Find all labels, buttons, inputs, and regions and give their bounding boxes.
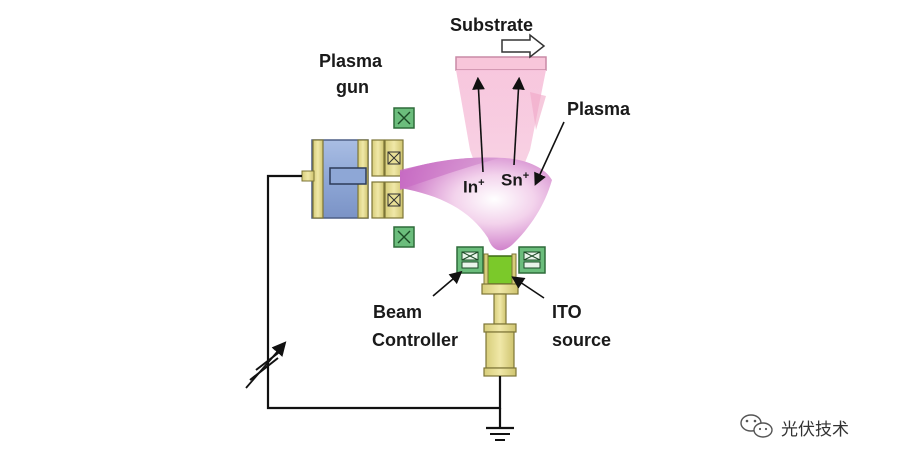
plasma-gun [301,139,369,219]
magnet-coil-bottom [393,226,415,248]
watermark-text: 光伏技术 [781,420,849,440]
wechat-bubble-icon [740,414,773,438]
sn-ion-symbol: Sn [501,170,523,190]
substrate-label: Substrate [450,15,534,35]
sn-ion-label: Sn+ [501,165,529,192]
ito-source [483,253,517,287]
beam-controller-pointer [432,270,463,297]
plasma-label: Plasma [567,99,631,119]
ground-symbol [486,426,514,441]
beam-controller-coil-left [456,246,484,274]
plasma-pointer-arrow [534,121,565,186]
sn-ion-charge: + [522,170,530,182]
gun-electrode-stack [371,139,404,219]
variable-resistor [245,341,287,389]
magnet-coil-top [393,107,415,129]
beam-controller-label-line2: Controller [372,330,459,350]
substrate [455,56,547,71]
ito-source-label-line2: source [552,330,612,350]
in-ion-arrow [472,76,485,173]
beam-controller-coil-right [518,246,546,274]
substrate-direction-arrow [501,33,546,59]
sn-ion-arrow [512,76,525,166]
ito-source-pointer [511,276,545,299]
plasma-gun-label-line2: gun [336,77,369,97]
plasma-gun-label-line1: Plasma [319,51,383,71]
source-holder [481,283,519,377]
in-ion-label: In+ [463,172,485,199]
plasma-plume [400,157,552,251]
beam-controller-label-line1: Beam [373,302,423,322]
in-ion-symbol: In [463,177,479,197]
ito-source-label-line1: ITO [552,302,582,322]
circuit-wire [266,174,502,428]
in-ion-charge: + [478,177,485,189]
